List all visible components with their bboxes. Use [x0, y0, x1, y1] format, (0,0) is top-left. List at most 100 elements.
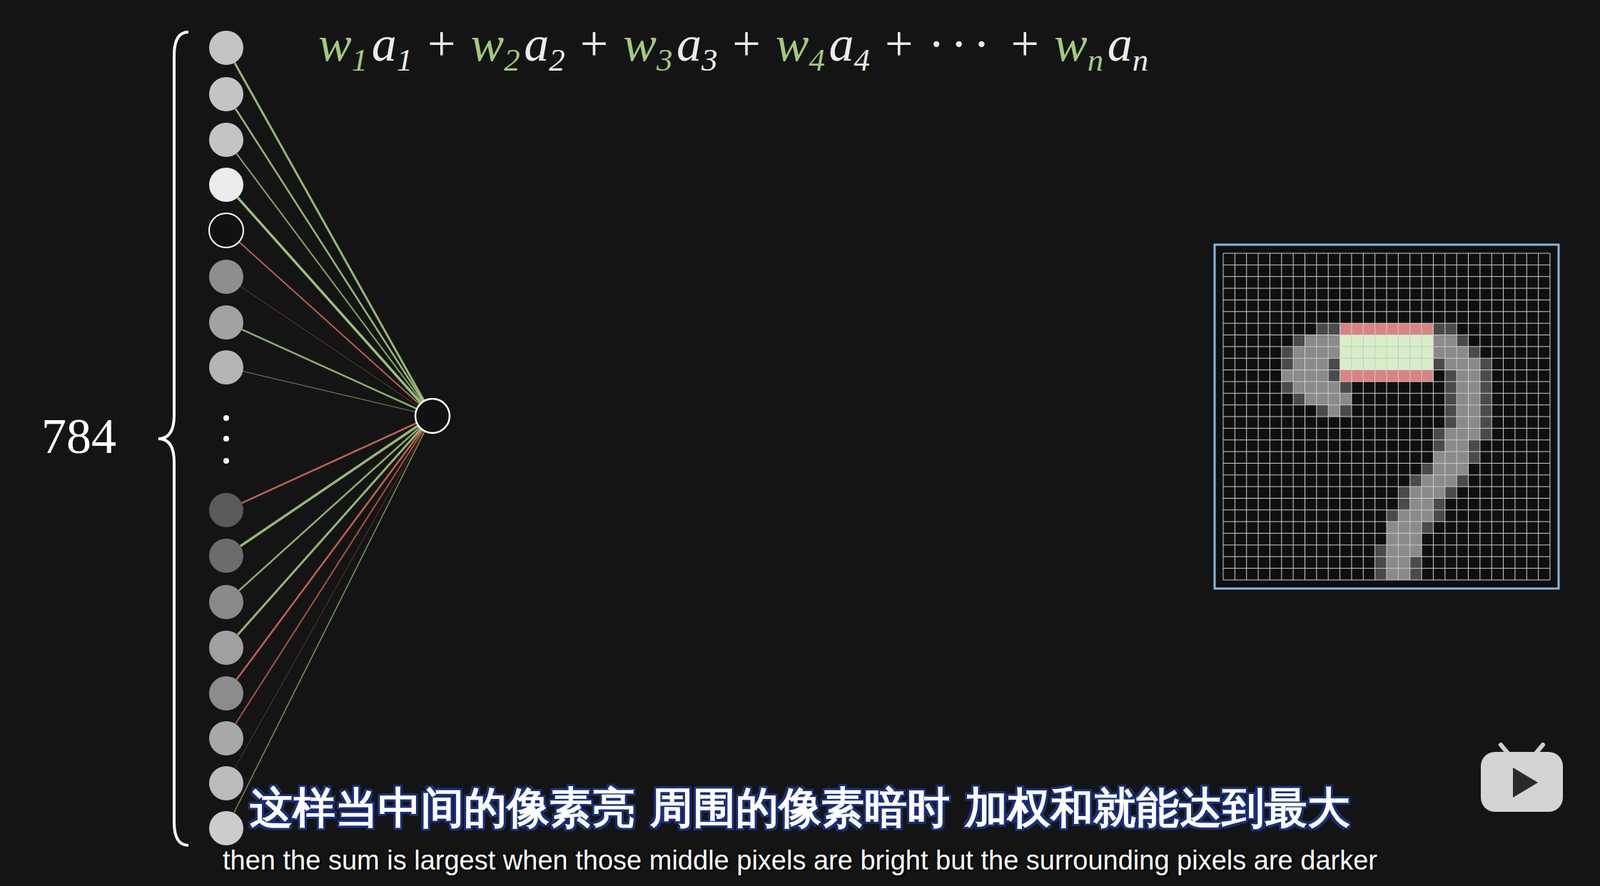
- input-neuron: [209, 721, 244, 756]
- pixel-cell: [1456, 393, 1468, 405]
- pixel-cell: [1386, 358, 1399, 370]
- pixel-cell: [1456, 335, 1468, 347]
- pixel-cell: [1410, 568, 1422, 581]
- pixel-cell: [1480, 381, 1492, 394]
- pixel-cell: [1433, 510, 1445, 522]
- pixel-cell: [1363, 370, 1375, 382]
- pixel-cell: [1340, 370, 1352, 382]
- pixel-cell: [1363, 323, 1375, 335]
- activation-symbol: a: [1107, 15, 1133, 73]
- pixel-cell: [1480, 428, 1492, 440]
- weight-symbol: w: [1054, 15, 1088, 73]
- pixel-cell: [1410, 498, 1422, 511]
- pixel-cell: [1398, 568, 1410, 581]
- ellipsis-dot: [223, 436, 230, 442]
- pixel-cell: [1421, 475, 1434, 487]
- plus-sign: +: [580, 15, 609, 73]
- pixel-cell: [1410, 510, 1422, 522]
- subscript: 3: [656, 41, 673, 79]
- grid-line: [1456, 253, 1458, 581]
- pixel-cell: [1340, 346, 1352, 359]
- pixel-cell: [1293, 358, 1305, 370]
- pixel-cell: [1398, 556, 1410, 569]
- subscript: n: [1087, 41, 1104, 79]
- icon-body: [1480, 752, 1563, 813]
- pixel-cell: [1293, 393, 1305, 405]
- pixel-cell: [1480, 405, 1492, 417]
- pixel-cell: [1398, 358, 1410, 370]
- pixel-cell: [1328, 323, 1340, 335]
- subscript: 1: [396, 41, 413, 79]
- pixel-cell: [1421, 498, 1434, 511]
- grid-line: [1550, 253, 1551, 581]
- pixel-cell: [1316, 358, 1329, 370]
- pixel-cell: [1433, 428, 1445, 440]
- pixel-cell: [1421, 486, 1434, 499]
- pixel-cell: [1351, 370, 1364, 382]
- pixel-cell: [1410, 486, 1422, 499]
- pixel-cell: [1433, 358, 1445, 370]
- grid-line: [1223, 498, 1551, 499]
- pixel-cell: [1410, 358, 1422, 370]
- grid-line: [1223, 544, 1551, 546]
- grid-line: [1467, 253, 1469, 581]
- pixel-cell: [1316, 346, 1329, 359]
- pixel-cell: [1386, 510, 1399, 522]
- pixel-cell: [1445, 475, 1457, 487]
- pixel-cell: [1433, 498, 1445, 511]
- pixel-cell: [1421, 358, 1434, 370]
- plus-sign: +: [427, 15, 456, 73]
- grid-line: [1502, 253, 1504, 581]
- grid-line: [1479, 253, 1481, 581]
- input-neuron: [209, 493, 244, 528]
- input-neurons: [209, 30, 244, 846]
- grid-line: [1223, 439, 1551, 441]
- pixel-cell: [1305, 393, 1317, 405]
- pixel-cell: [1351, 323, 1364, 335]
- pixel-cell: [1398, 545, 1410, 557]
- pixel-cell: [1340, 393, 1352, 405]
- pixel-cell: [1421, 370, 1434, 382]
- pixel-cell: [1456, 346, 1468, 359]
- pixel-cell: [1445, 358, 1457, 370]
- pixel-cell: [1281, 358, 1294, 370]
- pixel-cell: [1363, 335, 1375, 347]
- pixel-cell: [1445, 405, 1457, 417]
- subscript: 2: [548, 41, 565, 79]
- pixel-cell: [1293, 346, 1305, 359]
- pixel-cell: [1445, 451, 1457, 464]
- pixel-cell: [1328, 335, 1340, 347]
- pixel-cell: [1410, 545, 1422, 557]
- grid-line: [1223, 580, 1551, 581]
- pixel-cell: [1386, 323, 1399, 335]
- pixel-cell: [1421, 521, 1434, 534]
- pixel-cell: [1468, 393, 1481, 405]
- grid-line: [1223, 521, 1551, 523]
- pixel-cell: [1433, 451, 1445, 464]
- pixel-cell: [1398, 323, 1410, 335]
- subscript: 1: [351, 41, 368, 79]
- icon-triangle: [1512, 767, 1538, 798]
- pixel-cell: [1305, 381, 1317, 394]
- pixel-cell: [1410, 323, 1422, 335]
- weighted-sum-formula: w1a1+w2a2+w3a3+w4a4+···+wnan: [318, 15, 1149, 73]
- pixel-cell: [1398, 335, 1410, 347]
- grid-line: [1223, 486, 1551, 488]
- pixel-cell: [1305, 335, 1317, 347]
- input-neuron: [209, 630, 244, 666]
- weight-symbol: w: [471, 15, 505, 73]
- subscript: 2: [503, 41, 520, 79]
- pixel-cell: [1433, 335, 1445, 347]
- subtitle-en: then the sum is largest when those middl…: [0, 844, 1600, 878]
- pixel-cell: [1351, 346, 1364, 359]
- weight-line: [237, 428, 422, 636]
- pixel-cell: [1293, 370, 1305, 382]
- pixel-cell: [1281, 370, 1294, 382]
- grid-line: [1409, 253, 1411, 581]
- pixel-cell: [1398, 510, 1410, 522]
- pixel-cell: [1445, 323, 1457, 335]
- pixel-cell: [1456, 451, 1468, 464]
- grid-line: [1537, 253, 1539, 581]
- pixel-cell: [1281, 381, 1294, 394]
- pixel-cell: [1445, 335, 1457, 347]
